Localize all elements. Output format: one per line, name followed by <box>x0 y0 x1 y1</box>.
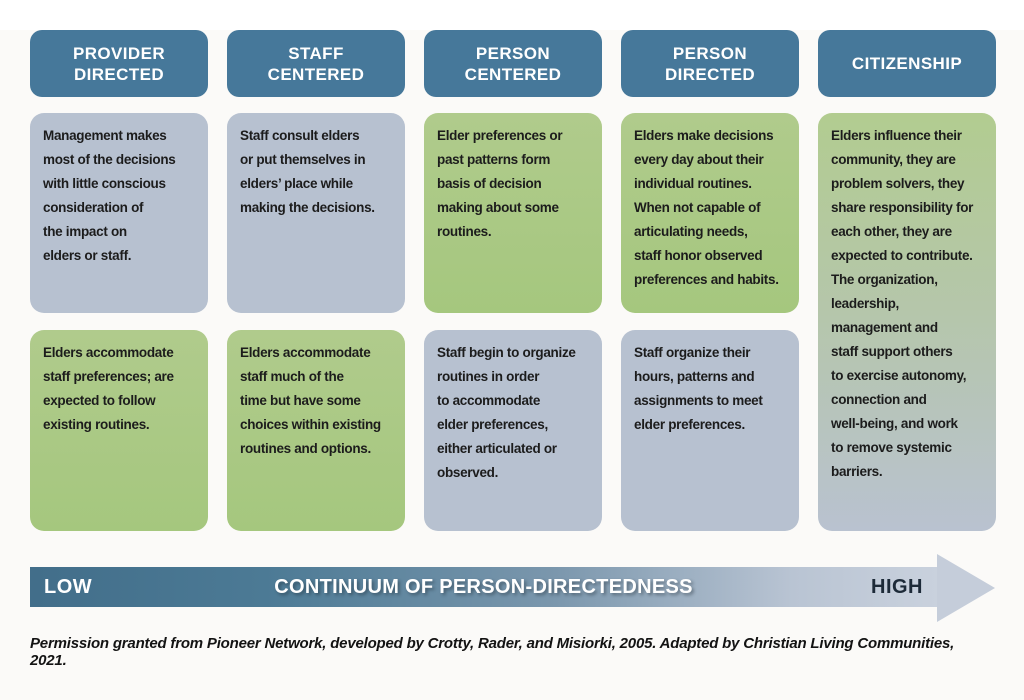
provider-directed-top-text: Management makes most of the decisions w… <box>43 128 176 263</box>
person-directed-bottom-text: Staff organize their hours, patterns and… <box>634 345 763 432</box>
person-centered-bottom-box: Staff begin to organize routines in orde… <box>424 330 602 531</box>
provider-directed-bottom-text: Elders accommodate staff preferences; ar… <box>43 345 174 432</box>
staff-centered-bottom-text: Elders accommodate staff much of the tim… <box>240 345 381 456</box>
staff-centered-top-text: Staff consult elders or put themselves i… <box>240 128 375 215</box>
person-directed-top-text: Elders make decisions every day about th… <box>634 128 779 287</box>
column-staff-centered: STAFF CENTERED Staff consult elders or p… <box>227 30 405 531</box>
column-header-person-centered: PERSON CENTERED <box>424 30 602 97</box>
provider-directed-top-box: Management makes most of the decisions w… <box>30 113 208 313</box>
person-centered-top-box: Elder preferences or past patterns form … <box>424 113 602 313</box>
person-centered-top-text: Elder preferences or past patterns form … <box>437 128 563 239</box>
continuum-arrow: LOW CONTINUUM OF PERSON-DIRECTEDNESS HIG… <box>30 554 995 626</box>
column-header-provider-directed: PROVIDER DIRECTED <box>30 30 208 97</box>
column-header-citizenship: CITIZENSHIP <box>818 30 996 97</box>
arrow-title: CONTINUUM OF PERSON-DIRECTEDNESS <box>274 575 693 598</box>
provider-directed-bottom-box: Elders accommodate staff preferences; ar… <box>30 330 208 531</box>
columns-grid: PROVIDER DIRECTED Management makes most … <box>30 30 996 531</box>
person-centered-bottom-text: Staff begin to organize routines in orde… <box>437 345 576 480</box>
person-directed-bottom-box: Staff organize their hours, patterns and… <box>621 330 799 531</box>
column-person-directed: PERSON DIRECTED Elders make decisions ev… <box>621 30 799 531</box>
column-citizenship: CITIZENSHIP Elders influence their commu… <box>818 30 996 531</box>
arrow-low-label: LOW <box>44 575 93 598</box>
arrow-high-label: HIGH <box>871 575 923 598</box>
citizenship-body-box: Elders influence their community, they a… <box>818 113 996 531</box>
staff-centered-top-box: Staff consult elders or put themselves i… <box>227 113 405 313</box>
attribution-caption: Permission granted from Pioneer Network,… <box>30 635 955 669</box>
column-provider-directed: PROVIDER DIRECTED Management makes most … <box>30 30 208 531</box>
column-person-centered: PERSON CENTERED Elder preferences or pas… <box>424 30 602 531</box>
continuum-arrow-bar: LOW CONTINUUM OF PERSON-DIRECTEDNESS HIG… <box>30 567 937 607</box>
citizenship-body-text: Elders influence their community, they a… <box>831 128 974 479</box>
continuum-diagram: PROVIDER DIRECTED Management makes most … <box>0 30 1024 700</box>
column-header-staff-centered: STAFF CENTERED <box>227 30 405 97</box>
arrow-head-icon <box>937 554 995 622</box>
person-directed-top-box: Elders make decisions every day about th… <box>621 113 799 313</box>
staff-centered-bottom-box: Elders accommodate staff much of the tim… <box>227 330 405 531</box>
column-header-person-directed: PERSON DIRECTED <box>621 30 799 97</box>
